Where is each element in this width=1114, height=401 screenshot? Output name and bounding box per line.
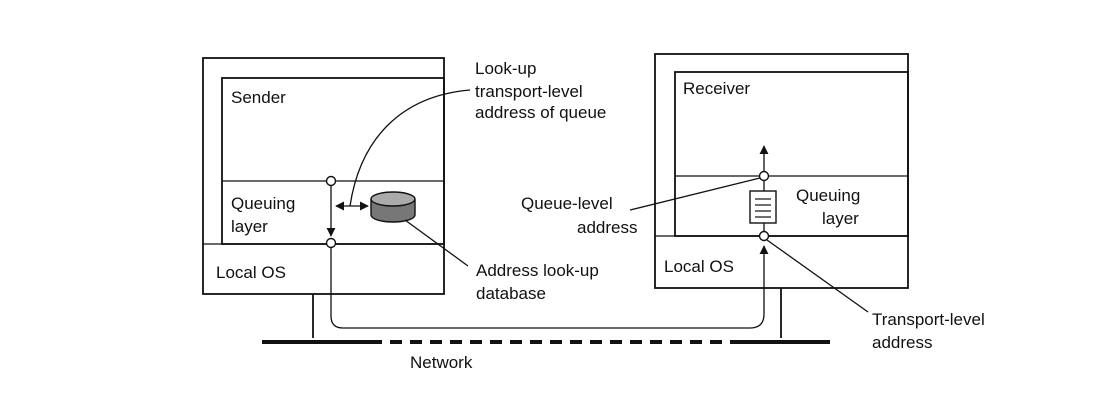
queue-address-leader-line [629, 177, 761, 211]
queue-document-icon [749, 190, 777, 224]
receiver-machine: Receiver Queuing layer Local OS [654, 53, 909, 338]
receiver-queuing-layer-label-1: Queuing [796, 186, 860, 205]
queue-address-annotation: Queue-level address [521, 177, 761, 237]
lookup-annotation: Look-up transport-level address of queue [349, 59, 606, 207]
address-database-icon [370, 191, 416, 223]
transport-address-label-2: address [872, 333, 932, 352]
receiver-queuing-layer-label-2: layer [822, 209, 859, 228]
network-label: Network [410, 353, 473, 372]
sender-local-os-label: Local OS [216, 263, 286, 282]
network-route-arrow [330, 244, 769, 329]
lookup-leader-line [349, 89, 471, 207]
sender-queuing-layer-label-1: Queuing [231, 194, 295, 213]
queue-address-label-1: Queue-level [521, 194, 613, 213]
sender-queuing-layer-label-2: layer [231, 217, 268, 236]
sender-label: Sender [231, 88, 286, 107]
database-label-2: database [476, 284, 546, 303]
transport-address-leader-line [766, 239, 869, 313]
sender-machine: Sender Queuing layer Local OS [202, 57, 445, 338]
database-leader-line [404, 219, 469, 267]
receiver-local-os-label: Local OS [664, 257, 734, 276]
sender-transport-node [325, 237, 337, 249]
lookup-label-1: Look-up [475, 59, 536, 78]
transport-address-label-1: Transport-level [872, 310, 985, 329]
queue-address-label-2: address [577, 218, 637, 237]
receiver-label: Receiver [683, 79, 750, 98]
lookup-label-2: transport-level [475, 82, 583, 101]
database-annotation: Address look-up database [404, 219, 599, 303]
transport-address-annotation: Transport-level address [766, 239, 985, 352]
lookup-label-3: address of queue [475, 103, 606, 122]
message-path [326, 145, 769, 329]
sender-queue-node [325, 175, 337, 187]
network: Network [262, 340, 830, 372]
sender-lookup [335, 191, 416, 223]
database-label-1: Address look-up [476, 261, 599, 280]
receiver-transport-node [758, 230, 770, 242]
receiver-queue-node [758, 170, 770, 182]
